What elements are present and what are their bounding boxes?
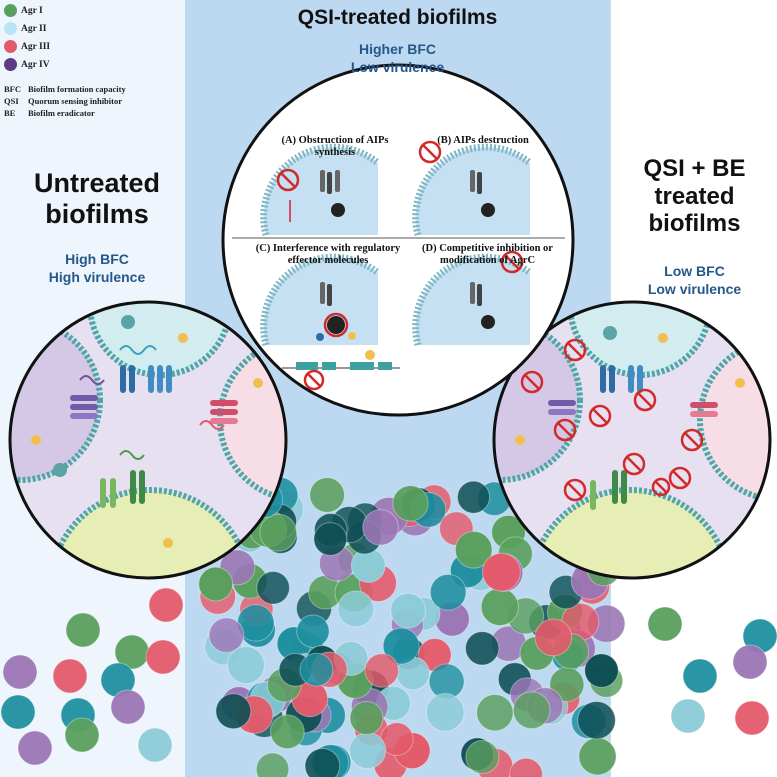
untreated-title: Untreated biofilms <box>12 168 182 230</box>
bacterium <box>3 655 37 689</box>
bacterium <box>579 738 616 775</box>
bacterium <box>578 701 616 739</box>
bacterium <box>393 486 428 521</box>
bacterium <box>683 659 717 693</box>
quadrant-d-label: (D) Competitive inhibition or modificati… <box>410 243 565 267</box>
quadrant-b-label: (B) AIPs destruction <box>418 135 548 147</box>
bacterium <box>209 618 244 653</box>
bacterium <box>465 632 498 665</box>
abbr-text: Quorum sensing inhibitor <box>28 96 122 106</box>
bacterium <box>350 732 386 768</box>
abbr-text: Biofilm formation capacity <box>28 84 126 94</box>
bacterium <box>430 574 466 610</box>
bacterium <box>426 694 464 732</box>
legend-agr-1: Agr I <box>4 4 43 17</box>
bacterium <box>481 588 518 625</box>
legend-label: Agr I <box>21 6 43 16</box>
qsi-be-bfc: Low BFC <box>612 262 777 280</box>
bacterium <box>66 613 100 647</box>
quadrant-c-label: (C) Interference with regulatory effecto… <box>248 243 408 267</box>
bacterium <box>466 741 499 774</box>
bacterium <box>513 692 550 729</box>
bacterium <box>363 510 398 545</box>
bacterium <box>482 553 520 591</box>
legend-swatch-icon <box>4 22 17 35</box>
bacterium <box>111 690 145 724</box>
abbr-key: QSI <box>4 96 28 106</box>
bacterium <box>365 654 399 688</box>
bacterium <box>146 640 180 674</box>
bacterium <box>257 571 290 604</box>
legend-label: Agr III <box>21 42 50 52</box>
bacterium <box>199 567 233 601</box>
untreated-subtitle: High BFC High virulence <box>12 250 182 286</box>
bacterium <box>1 695 35 729</box>
qsi-be-title: QSI + BE treated biofilms <box>612 155 777 238</box>
bacterium <box>585 654 618 687</box>
legend-agr-4: Agr IV <box>4 58 50 71</box>
agrc-receptor-purple <box>70 395 98 419</box>
abbr-key: BFC <box>4 84 28 94</box>
bacterium <box>270 715 304 749</box>
bacterium <box>300 653 333 686</box>
untreated-bfc: High BFC <box>12 250 182 268</box>
bacterium <box>65 718 99 752</box>
legend-agr-2: Agr II <box>4 22 46 35</box>
qsi-be-virulence: Low virulence <box>612 280 777 298</box>
bacterium <box>735 701 769 735</box>
bacterium <box>138 728 172 762</box>
abbr-key: BE <box>4 108 28 118</box>
bacterium <box>477 694 513 730</box>
bacterium <box>297 615 329 647</box>
bacterium <box>350 701 383 734</box>
bacterium <box>53 659 87 693</box>
bacterium <box>391 593 426 628</box>
qsi-title: QSI-treated biofilms <box>185 6 610 30</box>
legend-label: Agr IV <box>21 60 50 70</box>
bacterium <box>216 694 251 729</box>
untreated-virulence: High virulence <box>12 268 182 286</box>
bacterium <box>18 731 52 765</box>
bacterium <box>648 607 682 641</box>
qsi-bfc: Higher BFC <box>185 40 610 58</box>
bacterium <box>256 753 288 777</box>
legend-label: Agr II <box>21 24 46 34</box>
bacterium <box>510 758 543 777</box>
bacterium <box>338 591 374 627</box>
qsi-subtitle: Higher BFC Low virulence <box>185 40 610 76</box>
bacterium <box>733 645 767 679</box>
legend-swatch-icon <box>4 40 17 53</box>
abbr-text: Biofilm eradicator <box>28 108 95 118</box>
legend-agr-3: Agr III <box>4 40 50 53</box>
bacterium <box>671 699 705 733</box>
bacterium <box>227 647 264 684</box>
qsi-virulence: Low virulence <box>185 58 610 76</box>
bacterium <box>310 478 345 513</box>
bacterium <box>457 481 489 513</box>
agrc-receptor-pink <box>210 400 238 424</box>
qsi-mechanisms-view <box>223 65 573 415</box>
bacterium <box>260 514 297 551</box>
bacterium <box>149 588 183 622</box>
bacterium <box>305 749 340 777</box>
legend-swatch-icon <box>4 4 17 17</box>
qsi-be-subtitle: Low BFC Low virulence <box>612 262 777 298</box>
legend-swatch-icon <box>4 58 17 71</box>
bacterium <box>535 619 572 656</box>
quadrant-a-label: (A) Obstruction of AIPs synthesis <box>270 135 400 159</box>
bacterium <box>314 523 347 556</box>
